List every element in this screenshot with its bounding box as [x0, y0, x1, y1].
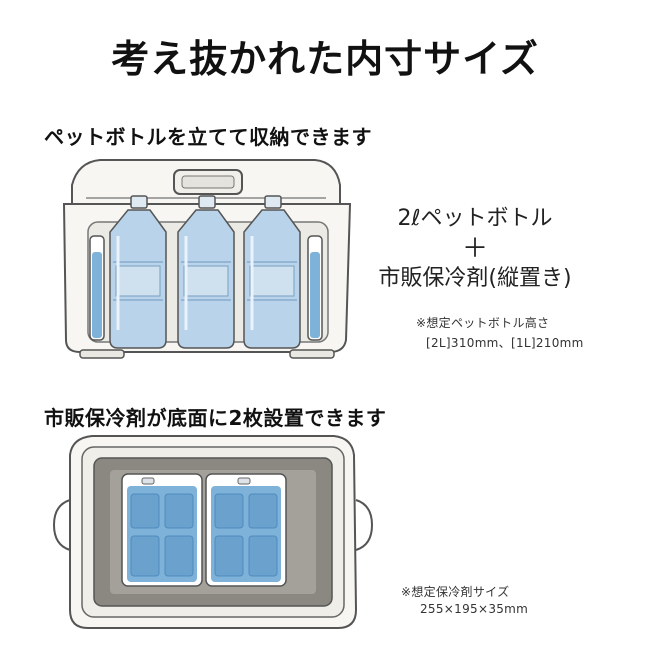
icepack-bottom-heading: 市販保冷剤が底面に2枚設置できます — [44, 406, 387, 430]
bottle-height-note-label: ※想定ペットボトル高さ — [416, 316, 550, 330]
bottle-1 — [109, 195, 167, 349]
bottle-height-note-value: [2L]310mm、[1L]210mm — [426, 336, 584, 350]
ice-pack-bottom-1 — [121, 473, 203, 587]
icepack-size-note-label: ※想定保冷剤サイズ — [401, 585, 510, 599]
bottles-heading: ペットボトルを立てて収納できます — [44, 125, 372, 149]
page-title: 考え抜かれた内寸サイズ — [111, 37, 539, 81]
icepack-size-note-value: 255×195×35mm — [420, 602, 529, 616]
ice-pack-bottom-2 — [205, 473, 287, 587]
cooler-top-illustration — [52, 435, 374, 629]
spec-plus-sign: ＋ — [461, 234, 488, 264]
cooler-front-illustration — [62, 159, 352, 359]
bottle-3 — [243, 195, 301, 349]
bottle-2 — [177, 195, 235, 349]
spec-icepack-label: 市販保冷剤(縦置き) — [378, 266, 572, 291]
spec-bottle-label: 2ℓペットボトル — [397, 206, 553, 231]
